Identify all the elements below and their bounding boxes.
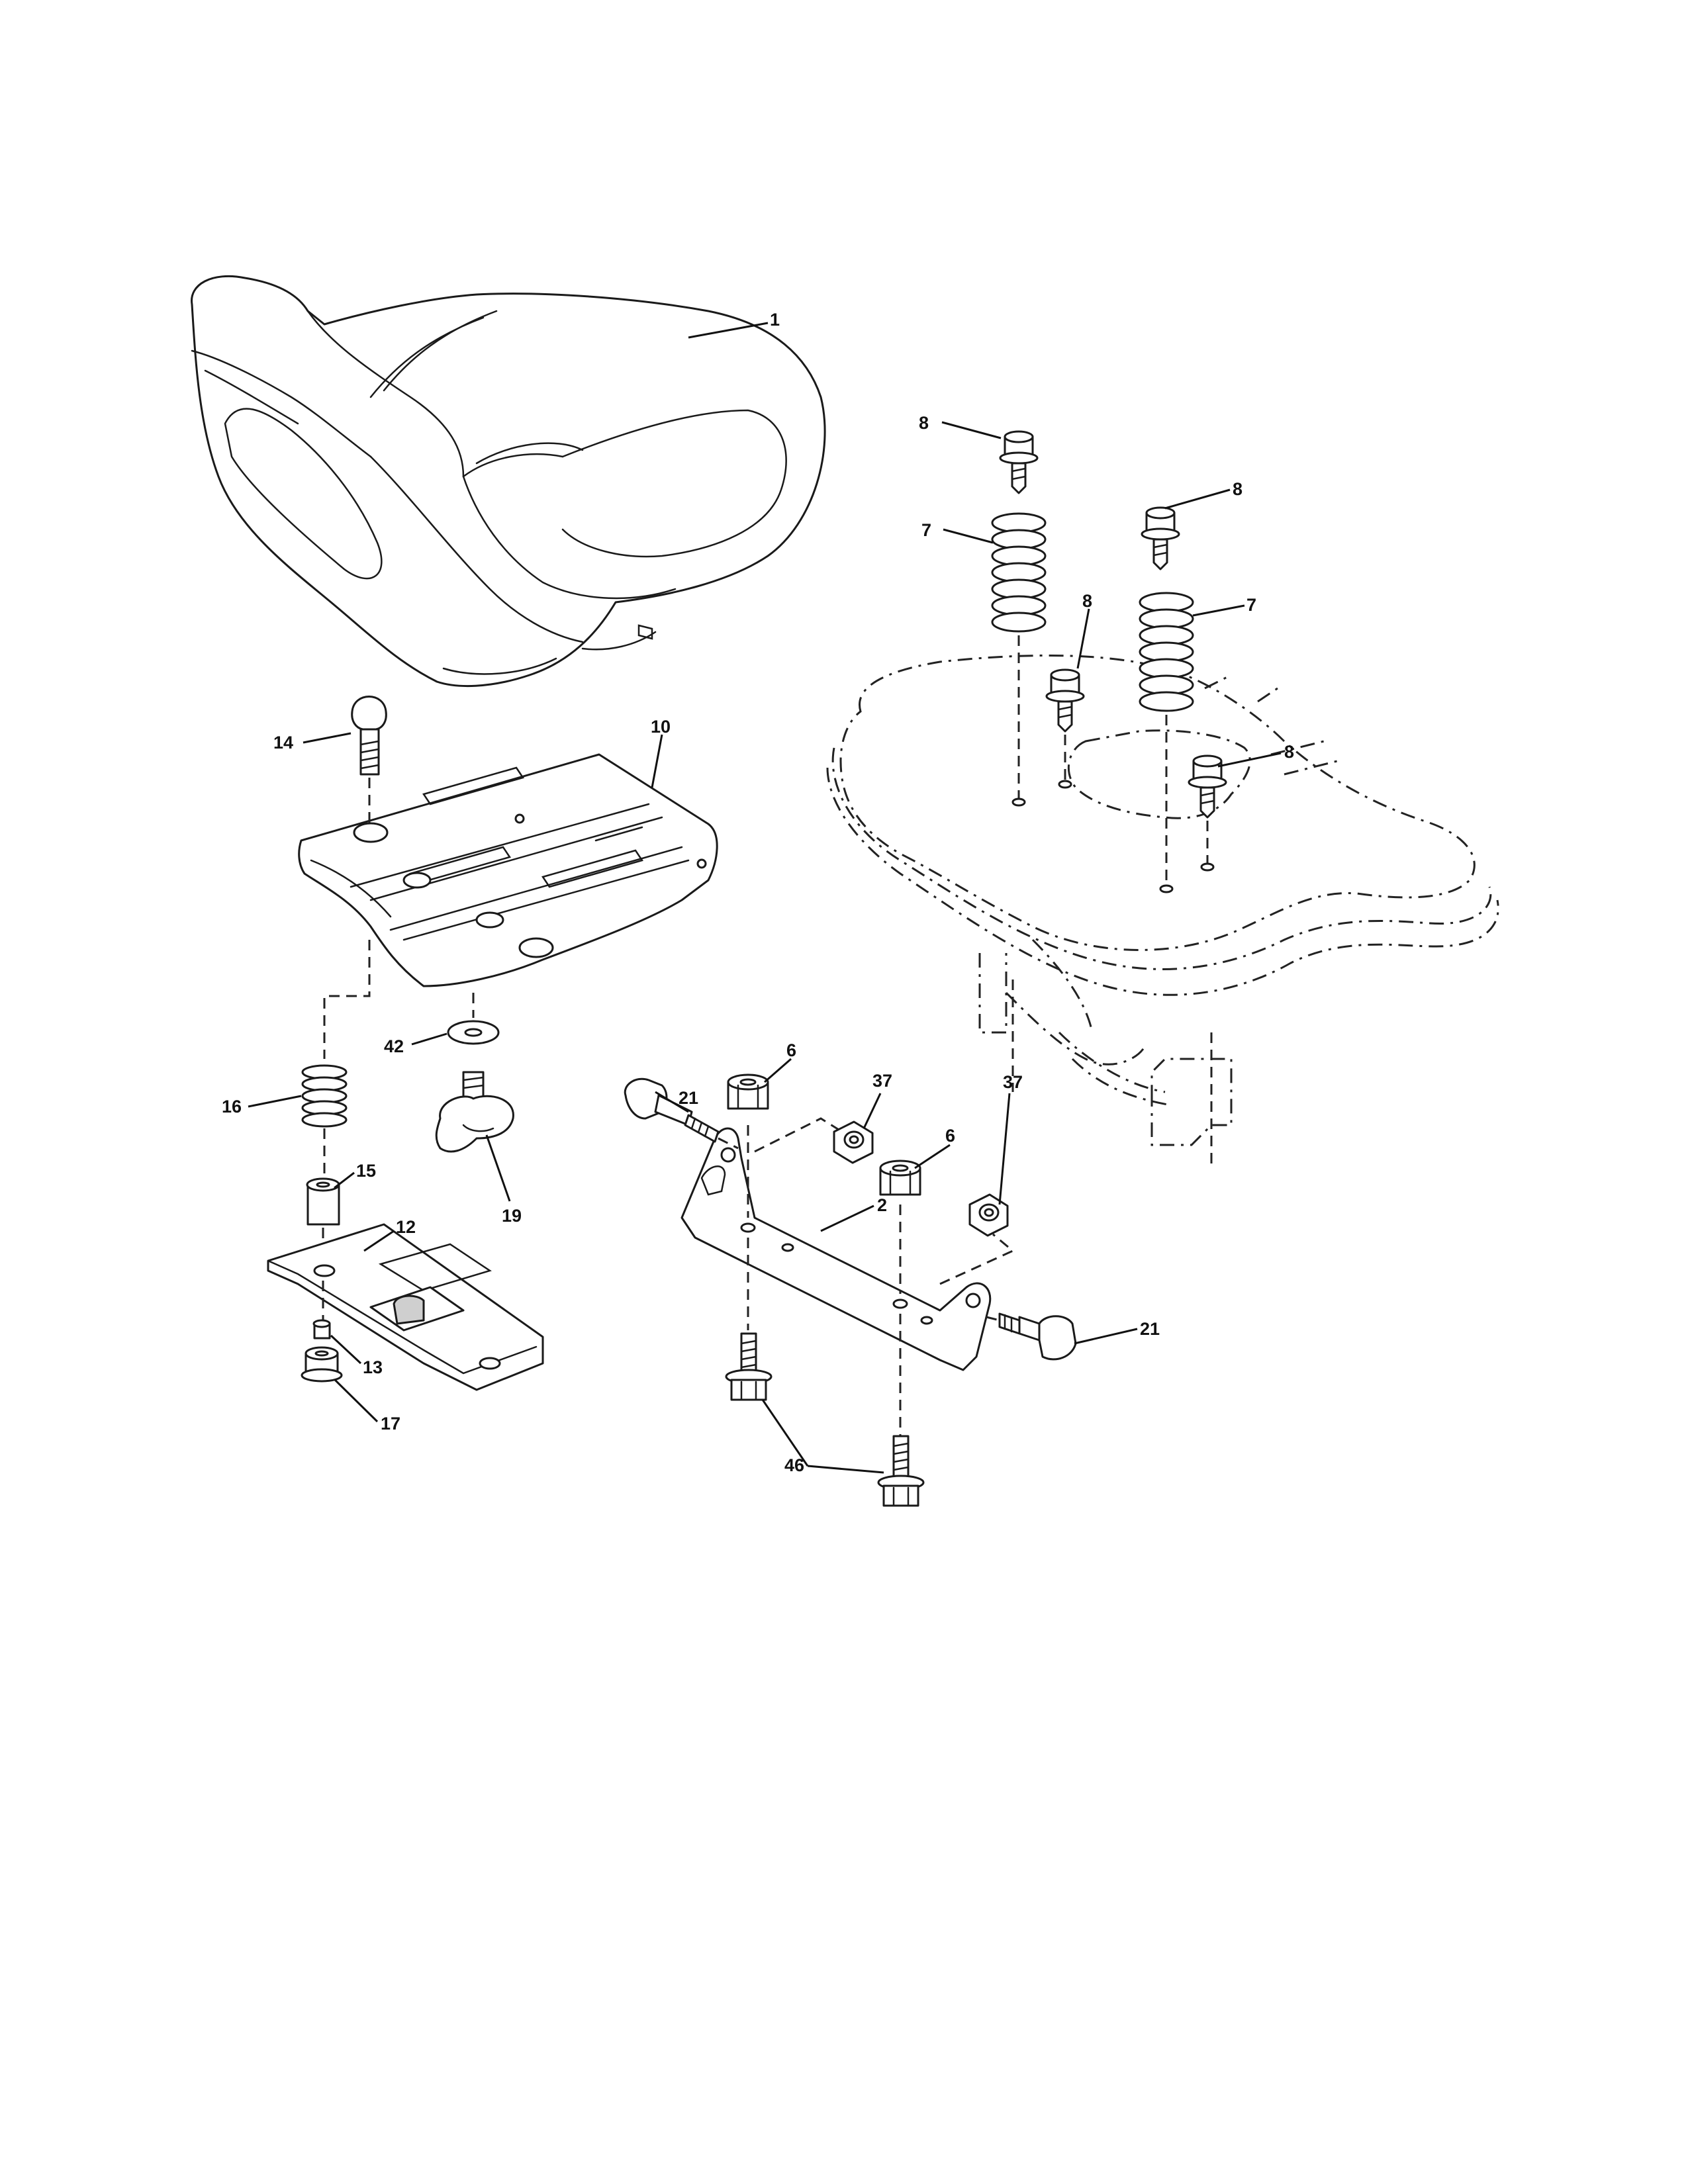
callout-8-c: 8 bbox=[1082, 591, 1092, 611]
callout-6-b: 6 bbox=[945, 1126, 955, 1146]
callout-8-b: 8 bbox=[1233, 479, 1243, 499]
shoulder-bolt-part-21-b bbox=[986, 1312, 1077, 1361]
slide-plate-part-12 bbox=[267, 1223, 544, 1391]
callout-42: 42 bbox=[384, 1036, 404, 1056]
callout-46: 46 bbox=[784, 1455, 804, 1475]
nut-part-37-b bbox=[968, 1193, 1009, 1237]
callout-17: 17 bbox=[381, 1414, 400, 1433]
lock-nut-part-6-a bbox=[727, 1073, 769, 1110]
washer-part-42 bbox=[447, 993, 500, 1045]
callout-7-b: 7 bbox=[1246, 595, 1256, 615]
seat-part-1 bbox=[191, 275, 826, 688]
callout-16: 16 bbox=[222, 1097, 242, 1116]
bolt-part-8-a bbox=[999, 430, 1039, 494]
spring-part-7-a bbox=[991, 512, 1047, 801]
callout-labels: 1 8 8 8 8 7 7 14 10 42 16 15 19 12 13 17… bbox=[222, 310, 1294, 1475]
leader-lines bbox=[248, 322, 1282, 1474]
flange-nut-part-17 bbox=[301, 1346, 343, 1383]
callout-6-a: 6 bbox=[786, 1040, 796, 1060]
spring-part-16 bbox=[301, 940, 371, 1175]
callout-7-a: 7 bbox=[921, 520, 931, 540]
lock-nut-part-6-b bbox=[879, 1160, 921, 1196]
spacer-part-15 bbox=[306, 1177, 340, 1261]
fender-holes bbox=[1011, 780, 1215, 893]
bolt-part-8-c bbox=[1045, 668, 1085, 781]
callout-8-d: 8 bbox=[1284, 742, 1294, 762]
callout-1: 1 bbox=[770, 310, 780, 330]
callout-12: 12 bbox=[396, 1217, 416, 1237]
flange-bolt-part-46-a bbox=[725, 1332, 773, 1401]
bolt-part-8-d bbox=[1188, 754, 1227, 864]
wing-knob-part-19 bbox=[435, 1071, 514, 1153]
callout-21-b: 21 bbox=[1140, 1319, 1160, 1339]
callout-2: 2 bbox=[877, 1195, 887, 1215]
fender-frame-outline bbox=[826, 654, 1499, 1165]
callout-10: 10 bbox=[651, 717, 671, 737]
bolt-part-8-b bbox=[1141, 506, 1180, 570]
callout-15: 15 bbox=[356, 1161, 376, 1181]
carriage-bolt-part-14 bbox=[351, 696, 387, 824]
nut-part-13 bbox=[312, 1319, 331, 1340]
callout-19: 19 bbox=[502, 1206, 522, 1226]
flange-bolt-part-46-b bbox=[877, 1435, 925, 1507]
callout-37-a: 37 bbox=[872, 1071, 892, 1091]
callout-13: 13 bbox=[363, 1357, 383, 1377]
callout-21-a: 21 bbox=[679, 1088, 698, 1108]
callout-8-a: 8 bbox=[919, 413, 929, 433]
callout-37-b: 37 bbox=[1003, 1072, 1023, 1092]
seat-pan-part-10 bbox=[298, 753, 718, 987]
shoulder-bolt-part-21-a bbox=[624, 1077, 739, 1150]
callout-14: 14 bbox=[273, 733, 293, 752]
nut-part-37-a bbox=[833, 1120, 874, 1164]
spring-part-7-b bbox=[1139, 592, 1194, 887]
